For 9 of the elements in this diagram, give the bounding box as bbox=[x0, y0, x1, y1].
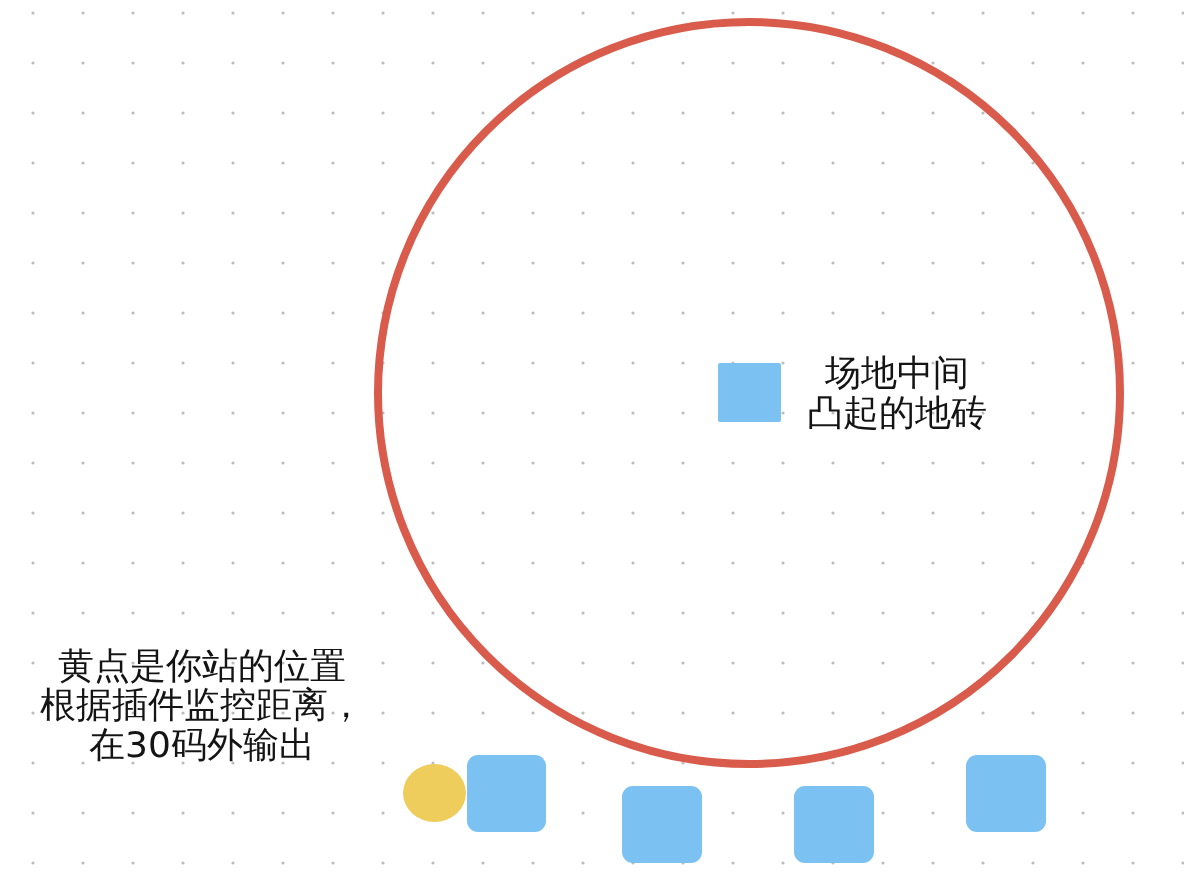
range-circle bbox=[374, 18, 1124, 768]
floor-tile bbox=[622, 786, 702, 863]
floor-tile bbox=[467, 755, 546, 832]
marker-dot bbox=[403, 764, 466, 822]
floor-tile bbox=[966, 755, 1046, 832]
tile-caption: 场地中间凸起的地砖 bbox=[807, 353, 988, 433]
note-text: 黄点是你站的位置 bbox=[57, 646, 347, 686]
note-text: 根据插件监控距离，在30码外输出 bbox=[39, 685, 365, 765]
floor-tile bbox=[794, 786, 874, 863]
